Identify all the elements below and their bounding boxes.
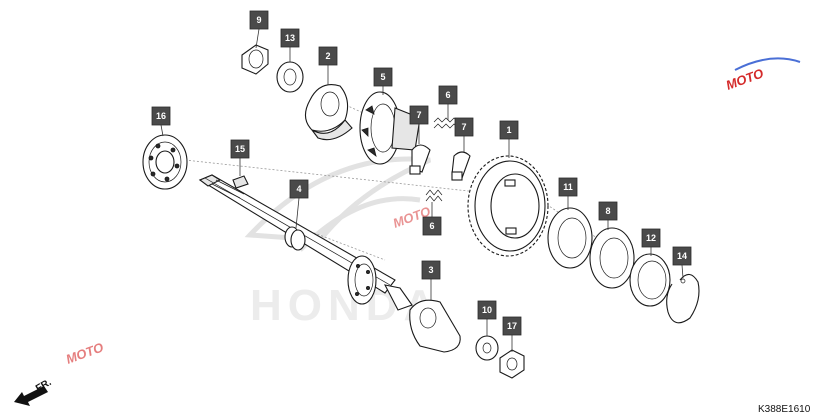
- svg-text:8: 8: [605, 206, 610, 216]
- part-8-washer: [589, 227, 635, 289]
- part-7-pawl-b: [451, 151, 471, 181]
- moto-logo-bottom: MOTO: [64, 339, 106, 366]
- callout-5: 5: [373, 67, 393, 87]
- svg-text:2: 2: [325, 51, 330, 61]
- part-17-nut: [499, 349, 525, 379]
- callout-15: 15: [230, 139, 250, 159]
- part-13-washer: [276, 61, 304, 93]
- part-12-washer: [629, 253, 671, 307]
- svg-text:9: 9: [256, 15, 261, 25]
- part-10-washer: [475, 335, 499, 361]
- svg-text:17: 17: [507, 321, 517, 331]
- callout-6-upper: 6: [438, 85, 458, 105]
- svg-text:7: 7: [461, 122, 466, 132]
- svg-text:FR.: FR.: [34, 377, 54, 395]
- svg-text:16: 16: [156, 111, 166, 121]
- diagram-code: K388E1610: [758, 404, 811, 415]
- svg-text:MOTO: MOTO: [724, 65, 766, 92]
- callout-7-left: 7: [409, 105, 429, 125]
- svg-text:7: 7: [416, 110, 421, 120]
- svg-text:10: 10: [482, 305, 492, 315]
- svg-text:3: 3: [428, 265, 433, 275]
- svg-text:15: 15: [235, 144, 245, 154]
- part-6-spring: [425, 189, 443, 202]
- svg-text:6: 6: [429, 221, 434, 231]
- part-1-gear: [467, 155, 549, 257]
- callout-13: 13: [280, 28, 300, 48]
- callout-16: 16: [151, 106, 171, 126]
- part-8-spring: [433, 117, 459, 129]
- part-3-arm: [409, 299, 461, 353]
- svg-text:11: 11: [563, 182, 573, 192]
- part-4-shaft: [198, 174, 413, 311]
- callout-12: 12: [641, 228, 661, 248]
- part-14-circlip: [666, 273, 700, 324]
- part-11-washer: [547, 207, 593, 269]
- callout-10: 10: [477, 300, 497, 320]
- callout-6-lower: 6: [422, 216, 442, 236]
- callout-14: 14: [672, 246, 692, 266]
- part-2-cam: [304, 84, 353, 141]
- callout-9: 9: [249, 10, 269, 30]
- callout-11: 11: [558, 177, 578, 197]
- leader-lines: [160, 28, 684, 352]
- callout-3: 3: [421, 260, 441, 280]
- svg-text:12: 12: [646, 233, 656, 243]
- part-5-ratchet: [359, 91, 421, 165]
- shaft-bearing: [347, 255, 377, 305]
- svg-text:4: 4: [296, 184, 301, 194]
- callout-2: 2: [318, 46, 338, 66]
- part-16-bearing: [142, 134, 188, 190]
- part-7-pawl-a: [409, 144, 431, 175]
- svg-text:MOTO: MOTO: [64, 339, 106, 366]
- svg-text:14: 14: [677, 251, 687, 261]
- callout-8: 8: [598, 201, 618, 221]
- svg-text:6: 6: [445, 90, 450, 100]
- svg-text:5: 5: [380, 72, 385, 82]
- callout-17: 17: [502, 316, 522, 336]
- callout-4: 4: [289, 179, 309, 199]
- callout-1: 1: [499, 120, 519, 140]
- part-9-nut: [241, 44, 269, 75]
- svg-text:1: 1: [506, 125, 511, 135]
- front-direction-indicator: FR.: [14, 377, 54, 406]
- part-15-key: [232, 175, 249, 189]
- callout-7-right: 7: [454, 117, 474, 137]
- moto-logo-top: MOTO: [724, 57, 801, 93]
- svg-text:13: 13: [285, 33, 295, 43]
